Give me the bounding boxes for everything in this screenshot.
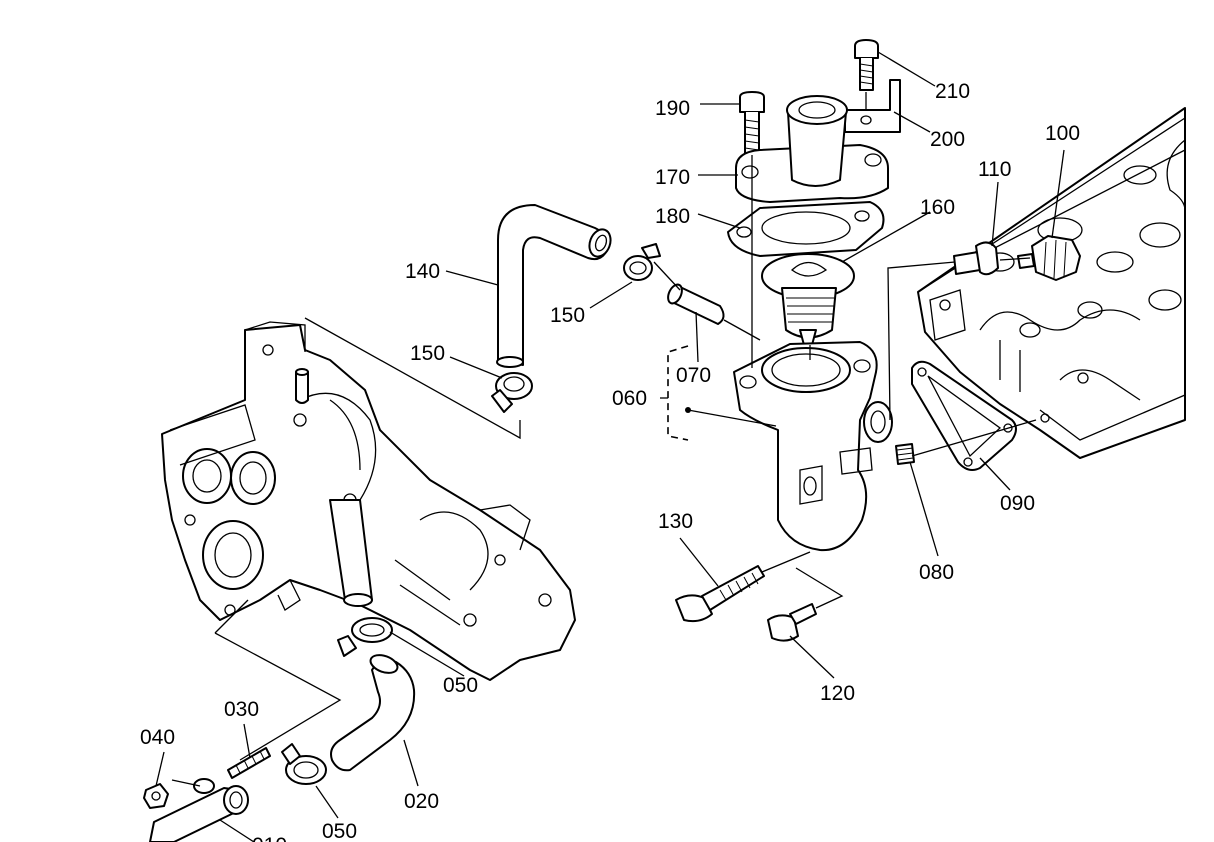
label-060: 060 — [612, 387, 647, 410]
thermostat-cover-170 — [735, 95, 889, 203]
temperature-sender-100 — [1017, 235, 1081, 281]
label-150-upper: 150 — [550, 304, 585, 327]
bolt-210 — [854, 39, 879, 91]
label-020: 020 — [404, 790, 439, 813]
hose-clip-050-lower — [281, 743, 327, 785]
label-070: 070 — [676, 364, 711, 387]
nut-040 — [143, 783, 169, 809]
gasket-090 — [911, 360, 1017, 471]
label-110: 110 — [978, 158, 1011, 181]
cylinder-head — [917, 107, 1186, 459]
assembly-lines — [171, 92, 1037, 787]
stud-030 — [227, 747, 271, 779]
label-040: 040 — [140, 726, 175, 749]
label-100: 100 — [1045, 122, 1080, 145]
gasket-180 — [727, 201, 885, 257]
label-120: 120 — [820, 682, 855, 705]
label-130: 130 — [658, 510, 693, 533]
bolt-130 — [675, 565, 765, 623]
label-150-lower: 150 — [410, 342, 445, 365]
label-200: 200 — [930, 128, 965, 151]
bolt-120 — [767, 603, 817, 642]
label-160: 160 — [920, 196, 955, 219]
hose-clip-150-lower — [491, 372, 533, 413]
label-090: 090 — [1000, 492, 1035, 515]
bypass-hose-140 — [496, 204, 612, 368]
label-140-hose: 140 — [405, 260, 440, 283]
hose-020 — [330, 654, 416, 772]
leader-lines — [155, 51, 1065, 842]
label-030: 030 — [224, 698, 259, 721]
thermostat-housing-060 — [733, 341, 893, 552]
plug-110 — [953, 241, 999, 276]
label-190: 190 — [655, 97, 690, 120]
label-050-lower: 050 — [322, 820, 357, 842]
bolt-190 — [739, 91, 765, 156]
label-180: 180 — [655, 205, 690, 228]
hose-clip-050-upper — [337, 617, 393, 657]
label-080: 080 — [919, 561, 954, 584]
water-pump-body — [161, 321, 576, 681]
pipe-070 — [667, 283, 725, 325]
label-170: 170 — [655, 166, 690, 189]
plug-080 — [895, 443, 915, 465]
label-050-upper: 050 — [443, 674, 478, 697]
label-210: 210 — [935, 80, 970, 103]
part-labels: 190 210 200 100 110 170 160 180 140 150 … — [140, 80, 1080, 842]
pipe-010 — [149, 778, 249, 842]
label-010: 010 — [252, 834, 287, 842]
thermostat-160 — [761, 253, 855, 346]
hose-clip-150-upper — [623, 243, 661, 281]
